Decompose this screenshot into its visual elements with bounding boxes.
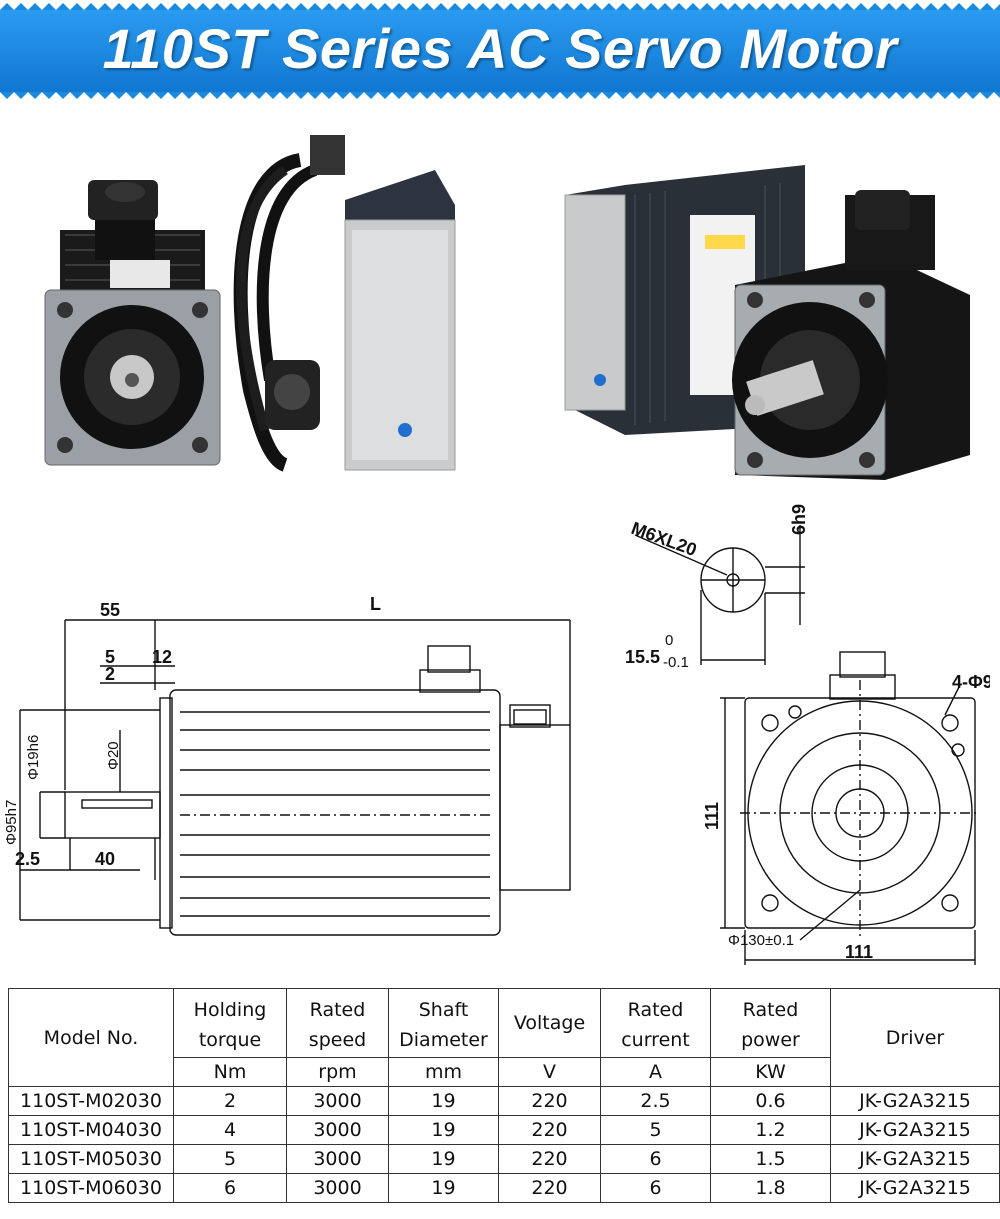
dim-40-label: 40 <box>95 849 115 869</box>
table-cell: 1.8 <box>710 1173 831 1203</box>
table-cell: 220 <box>498 1173 601 1203</box>
dim-55-label: 55 <box>100 600 120 620</box>
table-cell: 0.6 <box>710 1086 831 1116</box>
depth-tol-top: 0 <box>665 632 673 649</box>
table-row: 110ST-M05030 5 3000 19 220 6 1.5 JK-G2A3… <box>8 1144 1000 1174</box>
table-units-row: Nm rpm mm V A KW <box>9 1057 1000 1087</box>
motor-driver-photo-right <box>564 165 970 480</box>
col-torque: Holding torque <box>173 988 287 1058</box>
table-cell: JK-G2A3215 <box>830 1115 1000 1145</box>
table-cell: 5 <box>600 1115 711 1145</box>
col-current: Rated current <box>600 988 711 1058</box>
table-cell: 110ST-M06030 <box>8 1173 174 1203</box>
col-shaft: Shaft Diameter <box>388 988 499 1058</box>
table-cell: 5 <box>173 1144 287 1174</box>
table-cell: 2 <box>173 1086 287 1116</box>
dim-length-label: L <box>370 594 381 614</box>
dim-2-label: 2 <box>105 664 115 684</box>
shaft-detail-drawing: M6XL20 6h9 15.5 0 -0.1 <box>625 504 809 671</box>
table-cell: 110ST-M04030 <box>8 1115 174 1145</box>
unit-cell: KW <box>710 1057 831 1087</box>
front-width-label: 111 <box>845 942 873 962</box>
dim-12-label: 12 <box>152 647 172 667</box>
front-view-drawing: 4-Φ9 111 111 Φ130±0.1 <box>702 651 990 965</box>
col-driver: Driver <box>830 988 1000 1087</box>
depth-tol-bottom: -0.1 <box>663 654 689 671</box>
table-cell: 110ST-M05030 <box>8 1144 174 1174</box>
col-speed: Rated speed <box>286 988 389 1058</box>
table-cell: JK-G2A3215 <box>830 1173 1000 1203</box>
unit-cell: A <box>600 1057 711 1087</box>
banner-background <box>0 3 1000 99</box>
table-row: 110ST-M02030 2 3000 19 220 2.5 0.6 JK-G2… <box>8 1086 1000 1116</box>
dim-2-5-label: 2.5 <box>15 849 40 869</box>
table-cell: 3000 <box>286 1086 389 1116</box>
col-model: Model No. <box>8 988 174 1087</box>
page-title: 110ST Series AC Servo Motor <box>102 17 898 80</box>
unit-cell: V <box>498 1057 601 1087</box>
table-cell: 19 <box>388 1086 499 1116</box>
pilot-circle-label: Φ130±0.1 <box>728 932 794 949</box>
table-cell: JK-G2A3215 <box>830 1086 1000 1116</box>
thread-label: M6XL20 <box>629 518 700 560</box>
table-row: 110ST-M04030 4 3000 19 220 5 1.2 JK-G2A3… <box>8 1115 1000 1145</box>
motor-driver-photo-left <box>44 135 456 472</box>
table-cell: 6 <box>600 1173 711 1203</box>
table-cell: 3000 <box>286 1173 389 1203</box>
front-height-label: 111 <box>702 802 722 830</box>
table-cell: 110ST-M02030 <box>8 1086 174 1116</box>
dim-5-label: 5 <box>105 647 115 667</box>
table-cell: 220 <box>498 1086 601 1116</box>
table-cell: 6 <box>600 1144 711 1174</box>
table-cell: JK-G2A3215 <box>830 1144 1000 1174</box>
table-cell: 220 <box>498 1115 601 1145</box>
key-width-label: 6h9 <box>789 504 809 535</box>
table-cell: 1.2 <box>710 1115 831 1145</box>
table-header-row: Model No. Holding torque Rated speed Sha… <box>8 988 1000 1087</box>
table-cell: 220 <box>498 1144 601 1174</box>
title-banner: 110ST Series AC Servo Motor <box>0 0 1000 100</box>
dim-19-label: Φ19h6 <box>25 735 42 780</box>
table-cell: 2.5 <box>600 1086 711 1116</box>
table-cell: 19 <box>388 1115 499 1145</box>
col-power: Rated power <box>710 988 831 1058</box>
unit-cell: Nm <box>173 1057 287 1087</box>
depth-label: 15.5 <box>625 647 660 667</box>
table-cell: 19 <box>388 1173 499 1203</box>
dim-20-label: Φ20 <box>105 741 122 770</box>
table-cell: 1.5 <box>710 1144 831 1174</box>
table-row: 110ST-M06030 6 3000 19 220 6 1.8 JK-G2A3… <box>8 1173 1000 1203</box>
table-cell: 4 <box>173 1115 287 1145</box>
col-voltage: Voltage <box>498 988 601 1058</box>
table-cell: 6 <box>173 1173 287 1203</box>
table-cell: 3000 <box>286 1144 389 1174</box>
table-cell: 19 <box>388 1144 499 1174</box>
side-view-drawing: L 55 5 12 2 Φ20 Φ19h6 Φ95h7 2.5 40 <box>3 594 571 936</box>
dim-95-label: Φ95h7 <box>3 800 20 845</box>
unit-cell: rpm <box>286 1057 389 1087</box>
spec-table: Model No. Holding torque Rated speed Sha… <box>8 988 1000 1203</box>
mounting-holes-label: 4-Φ9 <box>952 672 990 692</box>
unit-cell: mm <box>388 1057 499 1087</box>
table-cell: 3000 <box>286 1115 389 1145</box>
